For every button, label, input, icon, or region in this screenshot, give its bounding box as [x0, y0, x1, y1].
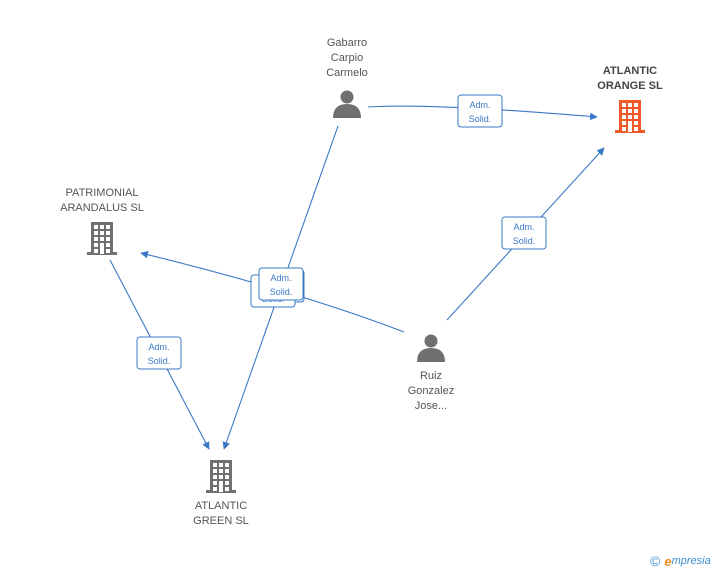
- badge-label: Solid.: [270, 287, 293, 297]
- node-atlantic_green[interactable]: ATLANTIC GREEN SL: [193, 460, 249, 527]
- badge-label: Adm.: [148, 342, 169, 352]
- building-icon: [87, 222, 117, 255]
- edge-role-badge[interactable]: Adm. Solid.: [136, 336, 182, 370]
- node-patrimonial[interactable]: PATRIMONIAL ARANDALUS SL: [60, 187, 144, 255]
- person-icon: [417, 334, 445, 362]
- edge-role-badge[interactable]: Adm. Solid.: [501, 216, 547, 250]
- copyright-icon: ©: [650, 553, 661, 569]
- brand-logo-initial: e: [664, 553, 672, 569]
- badge-label: Solid.: [469, 114, 492, 124]
- badge-box: [457, 94, 503, 128]
- node-label: ATLANTIC: [603, 65, 657, 77]
- edge-role-badge[interactable]: Adm. Solid.: [457, 94, 503, 128]
- brand-name[interactable]: mpresia: [671, 555, 711, 567]
- badge-label: Adm.: [270, 273, 291, 283]
- node-label: PATRIMONIAL: [66, 187, 139, 199]
- building-icon: [206, 460, 236, 493]
- badge-label: Solid.: [148, 356, 171, 366]
- node-atlantic_orange[interactable]: ATLANTIC ORANGE SL: [597, 65, 663, 133]
- badge-label: Solid.: [513, 236, 536, 246]
- node-label: Carpio: [331, 52, 363, 64]
- node-label: ATLANTIC: [195, 500, 247, 512]
- badge-box: [501, 216, 547, 250]
- node-label: Carmelo: [326, 67, 368, 79]
- person-icon: [333, 90, 361, 118]
- node-label: GREEN SL: [193, 515, 249, 527]
- edge-role-badge[interactable]: Adm. Solid.: [258, 267, 304, 301]
- edge-gabarro-to-atlantic_orange: [367, 105, 598, 121]
- node-label: ARANDALUS SL: [60, 202, 144, 214]
- node-ruiz[interactable]: RuizGonzalezJose...: [408, 334, 454, 413]
- copyright-footer: © e mpresia: [650, 553, 711, 569]
- node-label: Gonzalez: [408, 385, 454, 397]
- node-label: Ruiz: [420, 370, 442, 382]
- node-label: Jose...: [415, 400, 447, 412]
- node-label: Gabarro: [327, 37, 367, 49]
- badge-box: [258, 267, 304, 301]
- node-label: ORANGE SL: [597, 80, 663, 92]
- badge-label: Adm.: [469, 100, 490, 110]
- building-icon: [615, 100, 645, 133]
- badge-label: Adm.: [513, 222, 534, 232]
- badge-box: [136, 336, 182, 370]
